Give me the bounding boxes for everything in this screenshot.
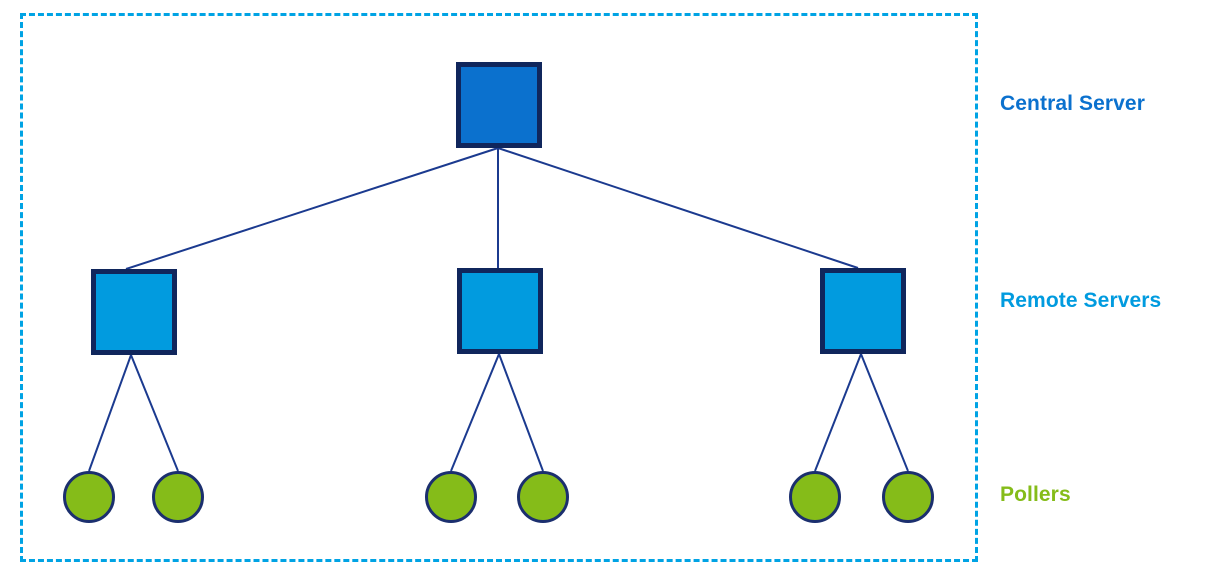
node-central-server[interactable] xyxy=(456,62,542,148)
link-remote-1-poller-2 xyxy=(130,354,179,472)
node-remote-server-2[interactable] xyxy=(457,268,543,354)
link-remote-2-poller-3 xyxy=(450,353,500,472)
legend-label-central-server: Central Server xyxy=(1000,92,1145,115)
legend-label-pollers: Pollers xyxy=(1000,483,1071,506)
node-poller-5[interactable] xyxy=(789,471,841,523)
legend-label-remote-servers: Remote Servers xyxy=(1000,289,1162,312)
link-central-remote-3 xyxy=(497,147,859,269)
node-poller-4[interactable] xyxy=(517,471,569,523)
link-remote-3-poller-5 xyxy=(814,353,862,472)
node-poller-6[interactable] xyxy=(882,471,934,523)
node-poller-1[interactable] xyxy=(63,471,115,523)
node-poller-3[interactable] xyxy=(425,471,477,523)
connector-group xyxy=(88,147,909,472)
deployment-boundary xyxy=(20,13,978,562)
link-remote-3-poller-6 xyxy=(860,353,909,472)
link-remote-1-poller-1 xyxy=(88,354,132,472)
node-poller-2[interactable] xyxy=(152,471,204,523)
link-remote-2-poller-4 xyxy=(498,353,544,472)
node-remote-server-3[interactable] xyxy=(820,268,906,354)
node-remote-server-1[interactable] xyxy=(91,269,177,355)
link-central-remote-1 xyxy=(125,147,499,270)
